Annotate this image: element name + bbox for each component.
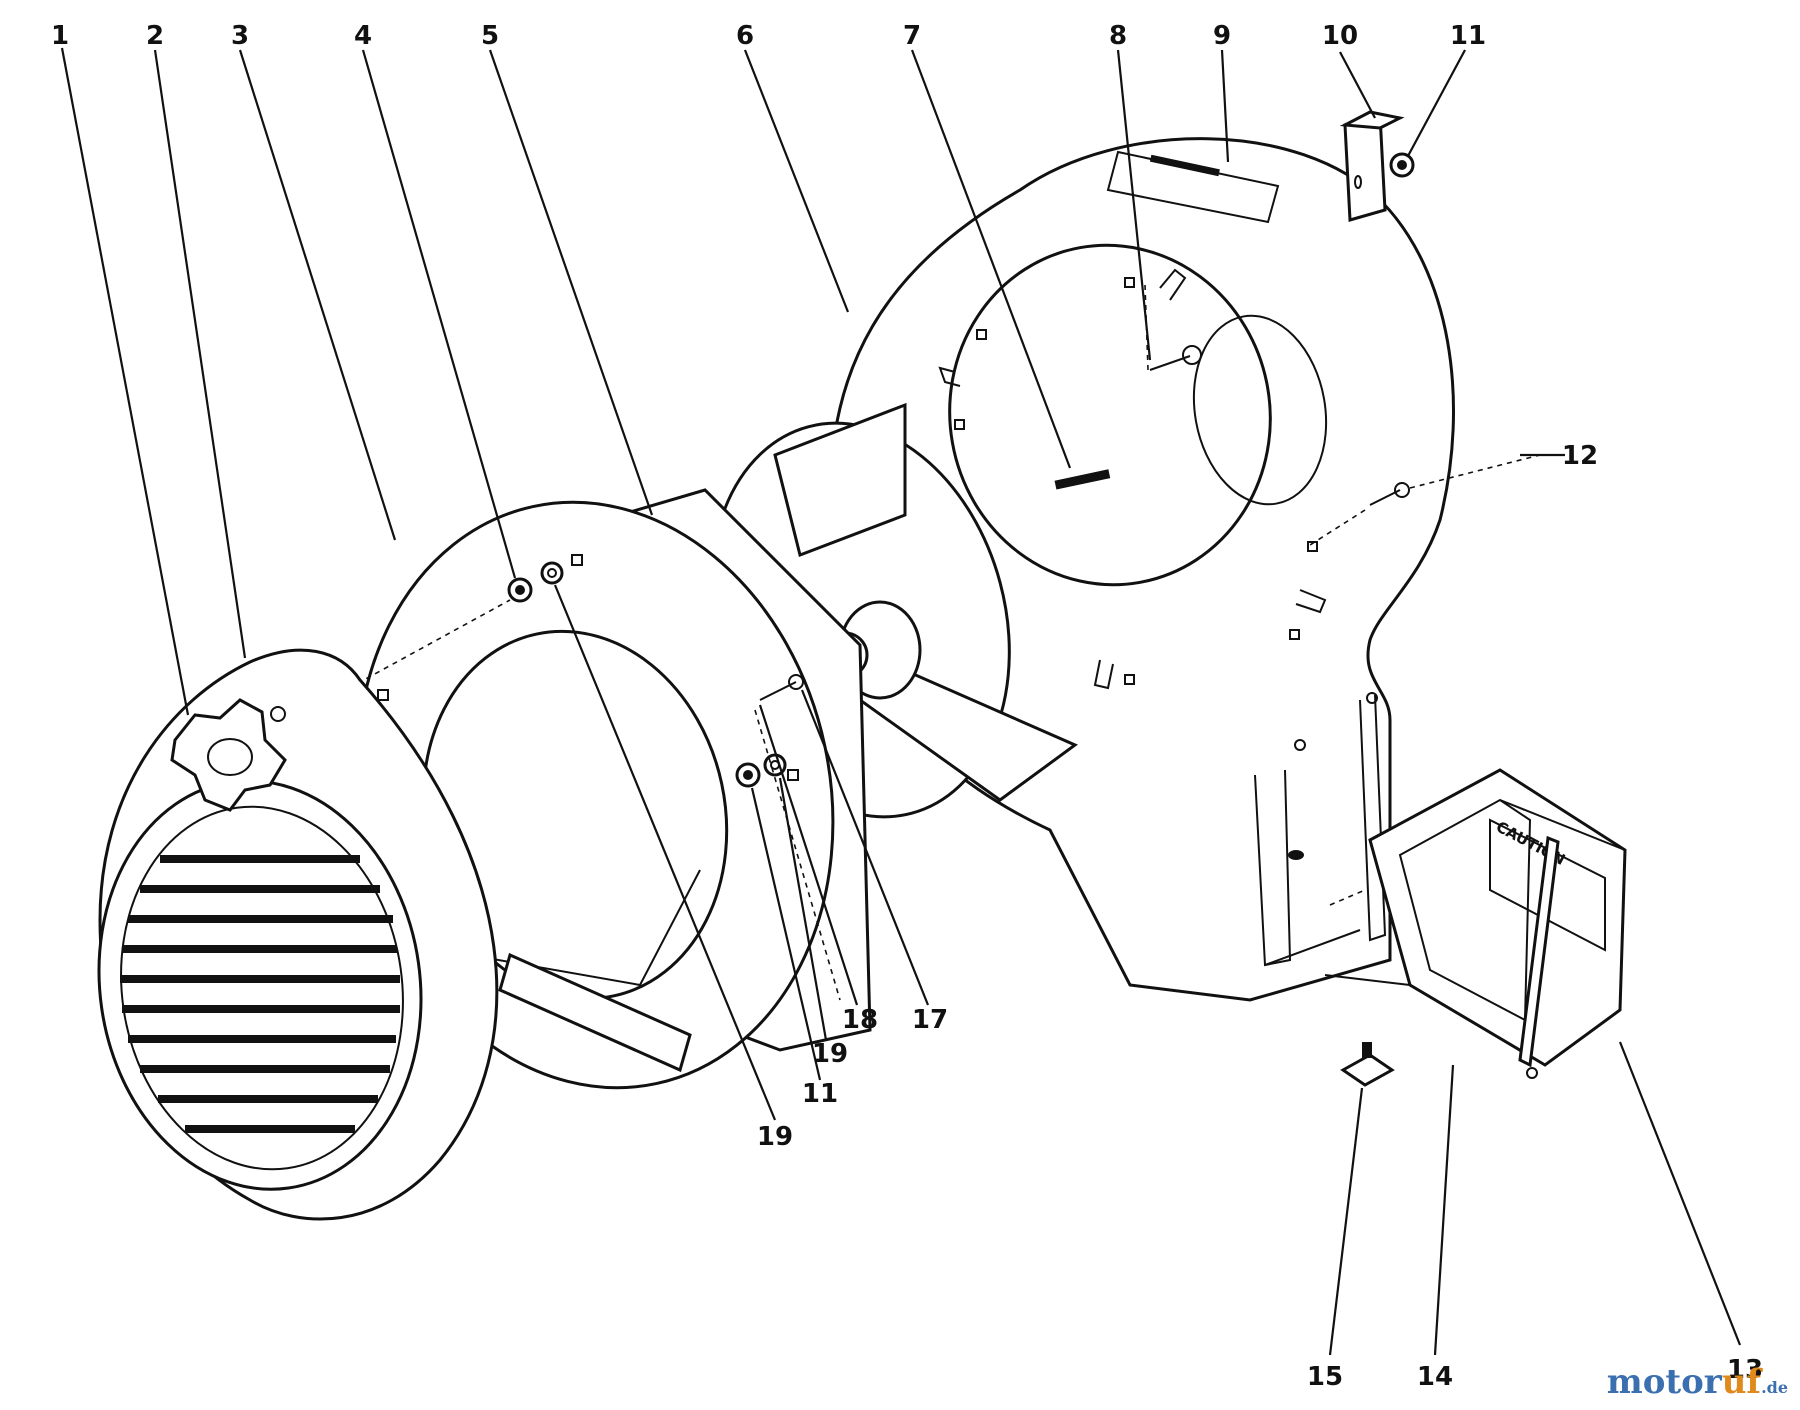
callout-14: 14 xyxy=(1417,1362,1453,1392)
callout-11-top: 11 xyxy=(1450,21,1486,51)
callout-17: 17 xyxy=(912,1005,948,1035)
hex-nut xyxy=(1389,152,1415,178)
screw xyxy=(1309,454,1541,546)
callout-18: 18 xyxy=(842,1005,878,1035)
callout-8: 8 xyxy=(1109,21,1127,51)
callout-1: 1 xyxy=(51,21,69,51)
watermark-tld: .de xyxy=(1761,1378,1788,1397)
grille-slots xyxy=(120,855,400,1133)
discharge-chute: CAUTION xyxy=(1324,768,1627,1079)
callout-13: 13 xyxy=(1727,1355,1763,1385)
callout-6: 6 xyxy=(736,21,754,51)
callout-7: 7 xyxy=(903,21,921,51)
callout-numbers: 1 2 3 4 5 6 7 8 9 10 11 12 13 14 15 17 1… xyxy=(51,21,1763,1392)
watermark: motoruf.de xyxy=(1607,1362,1788,1402)
mounting-bracket xyxy=(1339,110,1405,222)
callout-10: 10 xyxy=(1322,21,1358,51)
callout-5: 5 xyxy=(481,21,499,51)
leader-lines xyxy=(60,47,1742,1356)
star-knob xyxy=(170,698,287,812)
watermark-accent: uf xyxy=(1721,1362,1762,1402)
wing-nut xyxy=(1340,1042,1395,1087)
watermark-main: motor xyxy=(1606,1362,1722,1402)
callout-2: 2 xyxy=(146,21,164,51)
callout-15: 15 xyxy=(1307,1362,1343,1392)
callout-19-mid: 19 xyxy=(812,1039,848,1069)
callout-19-bottom: 19 xyxy=(757,1122,793,1152)
front-cover-grille xyxy=(97,648,499,1221)
callout-4: 4 xyxy=(354,21,372,51)
callout-9: 9 xyxy=(1213,21,1231,51)
callout-12: 12 xyxy=(1562,441,1598,471)
callout-3: 3 xyxy=(231,21,249,51)
callout-11-mid: 11 xyxy=(802,1079,838,1109)
